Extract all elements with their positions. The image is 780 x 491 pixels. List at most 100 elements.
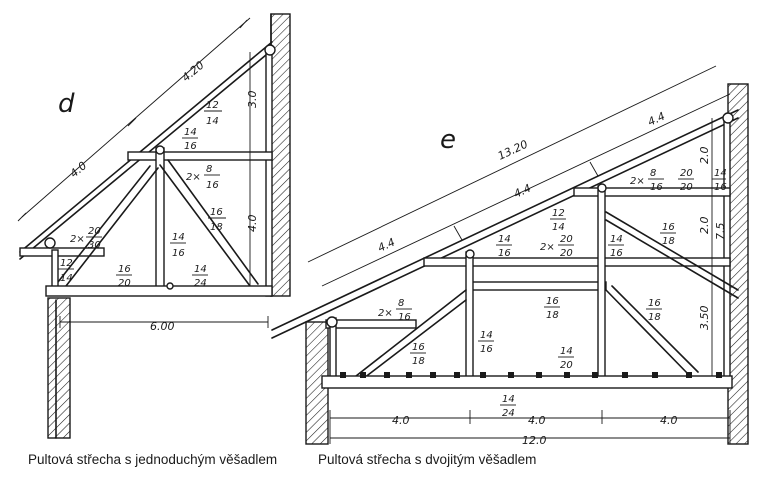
svg-text:12: 12: [60, 258, 73, 269]
caption-e: Pultová střecha s dvojitým věšadlem: [318, 452, 537, 467]
svg-text:14: 14: [502, 394, 515, 405]
svg-text:2×: 2×: [630, 176, 645, 187]
e-section-post-mid: 14 16: [478, 330, 494, 355]
e-section-strut-right: 16 18: [660, 222, 676, 247]
svg-text:2×: 2×: [540, 242, 555, 253]
e-dim-span3: 4.0: [660, 414, 678, 427]
svg-text:18: 18: [662, 236, 675, 247]
e-dim-span-total: 12.0: [522, 434, 547, 447]
e-top-beam: [573, 187, 731, 197]
svg-text:24: 24: [194, 278, 207, 289]
d-strut-left: [65, 167, 159, 287]
caption-d: Pultová střecha s jednoduchým věšadlem: [28, 452, 278, 467]
e-strut-right: [605, 289, 691, 377]
svg-text:2×: 2×: [186, 172, 201, 183]
svg-text:16: 16: [498, 248, 511, 259]
e-section-collar-double: 2× 20 20: [540, 234, 574, 259]
e-bolt: [597, 183, 607, 193]
e-post-left: [465, 251, 474, 379]
e-eave-beam: [325, 319, 417, 329]
d-section-post: 14 16: [170, 232, 186, 259]
d-bolt: [166, 282, 174, 290]
svg-text:8: 8: [206, 164, 212, 175]
e-rafter: [271, 109, 739, 331]
diagram-e: e 13.20 4.4 4.4 4.4 2.0 2.0 7.5 3.50 4.0…: [271, 65, 749, 447]
d-bolt: [44, 237, 56, 249]
d-tie-beam: [45, 285, 273, 297]
d-eave-plate: [19, 247, 105, 257]
d-rafter: [19, 41, 273, 253]
svg-text:16: 16: [184, 141, 197, 152]
e-letter: e: [440, 125, 456, 155]
diagram-d: d 4.0 4.20 3.0 4.0 6.00 14 16 12 14 2× 8…: [17, 13, 291, 439]
svg-text:14: 14: [206, 116, 219, 127]
d-dim-rafter-upper: 4.20: [180, 59, 207, 85]
svg-text:14: 14: [560, 346, 573, 357]
svg-text:14: 14: [714, 168, 727, 179]
svg-text:20: 20: [118, 278, 131, 289]
svg-text:14: 14: [480, 330, 493, 341]
e-section-wall-post: 14 16: [712, 168, 727, 193]
svg-text:18: 18: [648, 312, 661, 323]
svg-text:20: 20: [560, 248, 573, 259]
svg-text:24: 24: [502, 408, 515, 419]
e-dim-h-mid: 2.0: [698, 217, 711, 235]
d-letter: d: [58, 89, 75, 119]
svg-text:16: 16: [662, 222, 675, 233]
e-dim-seg3: 4.4: [646, 110, 667, 129]
svg-text:14: 14: [552, 222, 565, 233]
e-strut-left: [355, 289, 467, 377]
svg-text:16: 16: [610, 248, 623, 259]
e-section-top-double: 2× 8 16: [630, 168, 664, 193]
svg-text:30: 30: [88, 240, 101, 251]
svg-text:16: 16: [118, 264, 131, 275]
d-dim-rafter: [21, 17, 251, 218]
e-section-rafter: 12 14: [550, 208, 566, 233]
e-section-tie: 14 20: [558, 346, 574, 371]
svg-text:2×: 2×: [378, 308, 393, 319]
svg-text:8: 8: [398, 298, 404, 309]
d-section-rafter: 12 14: [204, 100, 222, 127]
e-section-lower-strut: 16 18: [646, 298, 662, 323]
svg-text:8: 8: [650, 168, 656, 179]
e-strut-upper: [605, 211, 739, 291]
e-right-wall: [727, 83, 749, 445]
svg-text:16: 16: [546, 296, 559, 307]
d-section-small-post: 12 14: [58, 258, 74, 284]
svg-text:14: 14: [610, 234, 623, 245]
svg-text:20: 20: [560, 234, 573, 245]
e-wall-post: [723, 115, 731, 383]
e-tie-blocks: [340, 372, 722, 378]
svg-text:16: 16: [714, 182, 727, 193]
d-dim-rafter-lower: 4.0: [68, 159, 90, 180]
svg-text:12: 12: [206, 100, 219, 111]
e-tie-beam: [321, 375, 733, 389]
svg-text:20: 20: [680, 182, 693, 193]
svg-text:16: 16: [480, 344, 493, 355]
svg-text:14: 14: [60, 273, 73, 284]
e-section-strut-left: 14 16: [496, 234, 512, 259]
svg-text:18: 18: [546, 310, 559, 321]
svg-text:14: 14: [498, 234, 511, 245]
d-bolt: [155, 145, 165, 155]
e-collar-beam: [423, 257, 731, 267]
e-dim-h-mid2: 7.5: [714, 223, 727, 241]
svg-text:20: 20: [560, 360, 573, 371]
e-bolt: [326, 316, 338, 328]
d-section-eave-plate: 2× 20 30: [70, 226, 102, 251]
svg-text:18: 18: [210, 222, 223, 233]
e-section-post-left: 16 18: [410, 342, 426, 367]
d-section-tie: 16 20: [116, 264, 132, 289]
d-dim-span-label: 6.00: [150, 320, 175, 333]
svg-text:14: 14: [172, 232, 185, 243]
e-section-top-beam: 20 20: [678, 168, 694, 193]
svg-text:14: 14: [194, 264, 207, 275]
d-left-wall: [47, 297, 71, 439]
d-right-wall: [270, 13, 291, 297]
e-bolt: [722, 112, 734, 124]
e-section-eave-double: 2× 8 16: [378, 298, 412, 323]
e-dim-h-low: 3.50: [698, 306, 711, 331]
svg-text:14: 14: [184, 127, 197, 138]
d-strut-right: [159, 164, 251, 287]
